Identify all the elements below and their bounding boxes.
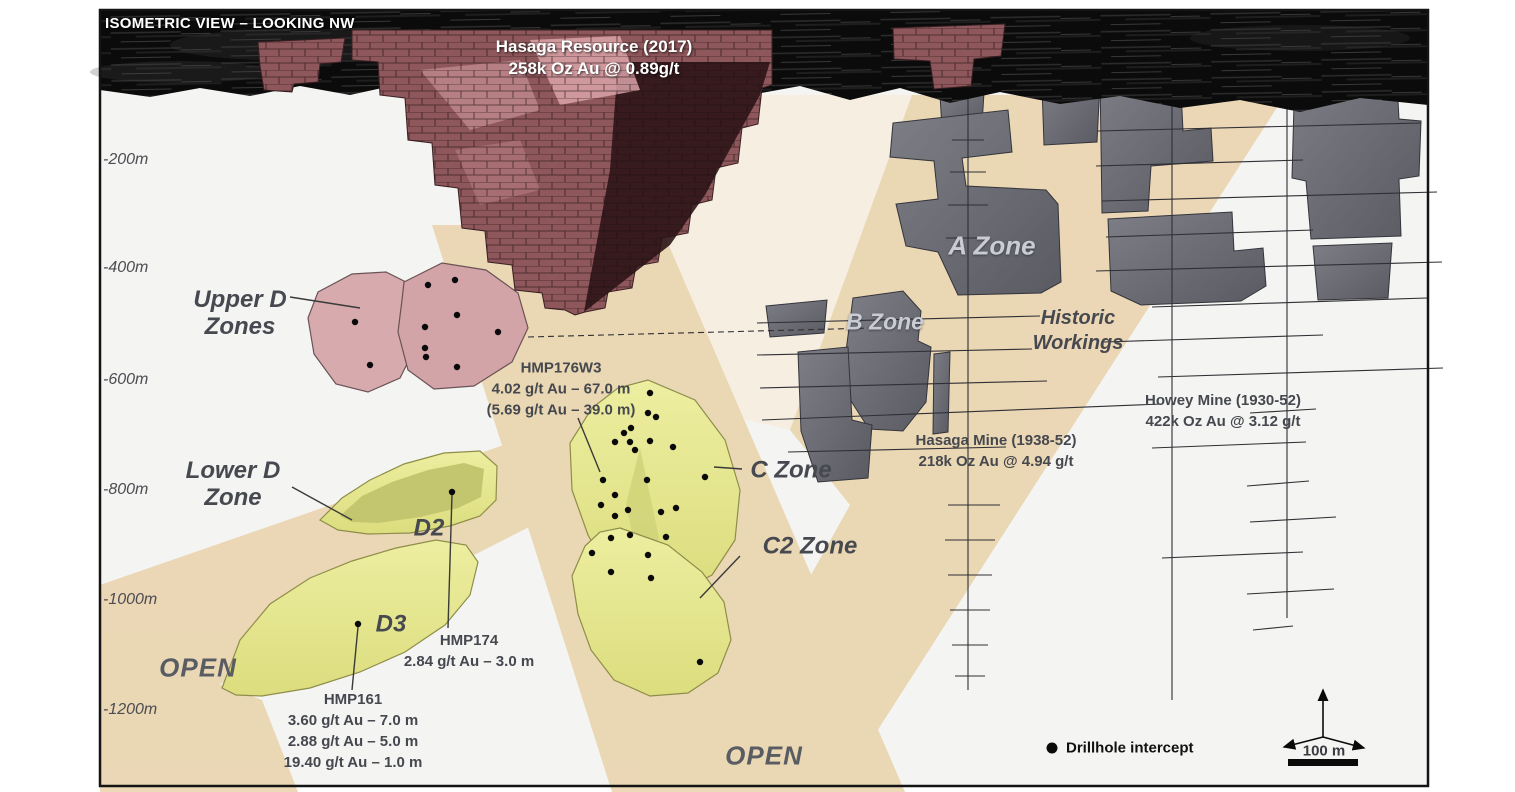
label-d3: D3	[375, 610, 407, 638]
drillhole-dot	[631, 446, 639, 454]
drillhole-dot	[366, 361, 374, 369]
annotation-howey-mine: Howey Mine (1930-52) 422k Oz Au @ 3.12 g…	[1145, 392, 1301, 430]
drillhole-dot	[424, 281, 432, 289]
depth-tick-label: -800m	[103, 481, 149, 498]
drillhole-dot	[626, 438, 634, 446]
drillhole-dot	[611, 438, 619, 446]
drillhole-dot	[453, 363, 461, 371]
scale-bar-label: 100 m	[1302, 742, 1346, 760]
resource-caption-line2: 258k Oz Au @ 0.89g/t	[508, 59, 680, 78]
drillhole-dot	[354, 620, 362, 628]
annotation-hmp176w3: HMP176W3 4.02 g/t Au – 67.0 m (5.69 g/t …	[486, 359, 636, 419]
drillhole-dot	[599, 476, 607, 484]
drillhole-dot	[627, 424, 635, 432]
leader-lines	[289, 296, 743, 691]
drillhole-dot	[647, 574, 655, 582]
drillhole-dot	[652, 413, 660, 421]
d2-inner-surface	[340, 463, 484, 523]
resource-caption: Hasaga Resource (2017) 258k Oz Au @ 0.89…	[496, 36, 693, 80]
a-zone-mass	[889, 109, 1062, 296]
drillhole-dot	[611, 491, 619, 499]
compass-axes	[1282, 688, 1366, 751]
label-open-left: OPEN	[159, 652, 237, 683]
drillhole-dot	[494, 328, 502, 336]
drillhole-dot	[643, 476, 651, 484]
figure-border	[98, 8, 1430, 788]
label-lower-d-zone: Lower D Zone	[185, 457, 281, 511]
scale-bar	[1288, 759, 1358, 766]
drillhole-dot	[448, 488, 456, 496]
drillhole-dot	[657, 508, 665, 516]
drillhole-dot	[422, 353, 430, 361]
upper-d-zone-shapes	[307, 262, 529, 393]
depth-tick-label: -400m	[103, 259, 149, 276]
b-zone-fragment-left	[765, 299, 828, 338]
depth-tick-label: -1200m	[103, 701, 158, 718]
drillhole-dot	[421, 323, 429, 331]
label-a-zone: A Zone	[948, 230, 1036, 261]
resource-caption-line1: Hasaga Resource (2017)	[495, 37, 693, 56]
drillhole-dot	[669, 443, 677, 451]
drillhole-dot	[662, 533, 670, 541]
annotation-hmp174: HMP174 2.84 g/t Au – 3.0 m	[403, 632, 535, 670]
label-b-zone: B Zone	[846, 308, 924, 335]
drillhole-dot	[646, 437, 654, 445]
drillhole-dot	[453, 311, 461, 319]
hasaga-resource-block-model	[257, 23, 1006, 316]
d3-lens	[221, 539, 479, 697]
drillhole-dot	[696, 658, 704, 666]
drillhole-dot	[620, 429, 628, 437]
drillhole-dot	[701, 473, 709, 481]
drillhole-dot	[421, 344, 429, 352]
depth-tick-label: -600m	[103, 371, 149, 388]
label-c2-zone: C2 Zone	[762, 532, 858, 560]
drillhole-intercept-dots	[351, 276, 709, 666]
label-open-bottom: OPEN	[725, 740, 803, 771]
drillhole-dot	[672, 504, 680, 512]
drillhole-dot	[451, 276, 459, 284]
b-zone-fragment-lower	[797, 346, 873, 483]
depth-tick-label: -200m	[103, 151, 149, 168]
drillhole-dot	[646, 389, 654, 397]
label-upper-d-zones: Upper D Zones	[193, 286, 287, 340]
drillhole-dot	[597, 501, 605, 509]
howey-mass-4	[1312, 242, 1393, 301]
annotation-hmp161: HMP161 3.60 g/t Au – 7.0 m 2.88 g/t Au –…	[283, 691, 423, 771]
legend-drillhole-dot	[1046, 742, 1058, 754]
label-c-zone: C Zone	[750, 456, 832, 484]
drillhole-dot	[624, 506, 632, 514]
drillhole-dot	[351, 318, 359, 326]
drillhole-dot	[626, 531, 634, 539]
legend-drillhole-label: Drillhole intercept	[1066, 739, 1194, 757]
drillhole-dot	[611, 512, 619, 520]
drillhole-dot	[644, 409, 652, 417]
mine-level-lines	[527, 95, 1444, 700]
label-d2: D2	[413, 514, 445, 542]
figure-title: ISOMETRIC VIEW – LOOKING NW	[105, 15, 355, 32]
b-zone-sliver	[932, 351, 951, 435]
label-historic-workings: Historic Workings	[1032, 307, 1124, 354]
annotation-hasaga-mine: Hasaga Mine (1938-52) 218k Oz Au @ 4.94 …	[915, 432, 1077, 470]
drillhole-dot	[607, 568, 615, 576]
drillhole-dot	[588, 549, 596, 557]
drillhole-dot	[607, 534, 615, 542]
drillhole-dot	[644, 551, 652, 559]
depth-tick-label: -1000m	[103, 591, 158, 608]
